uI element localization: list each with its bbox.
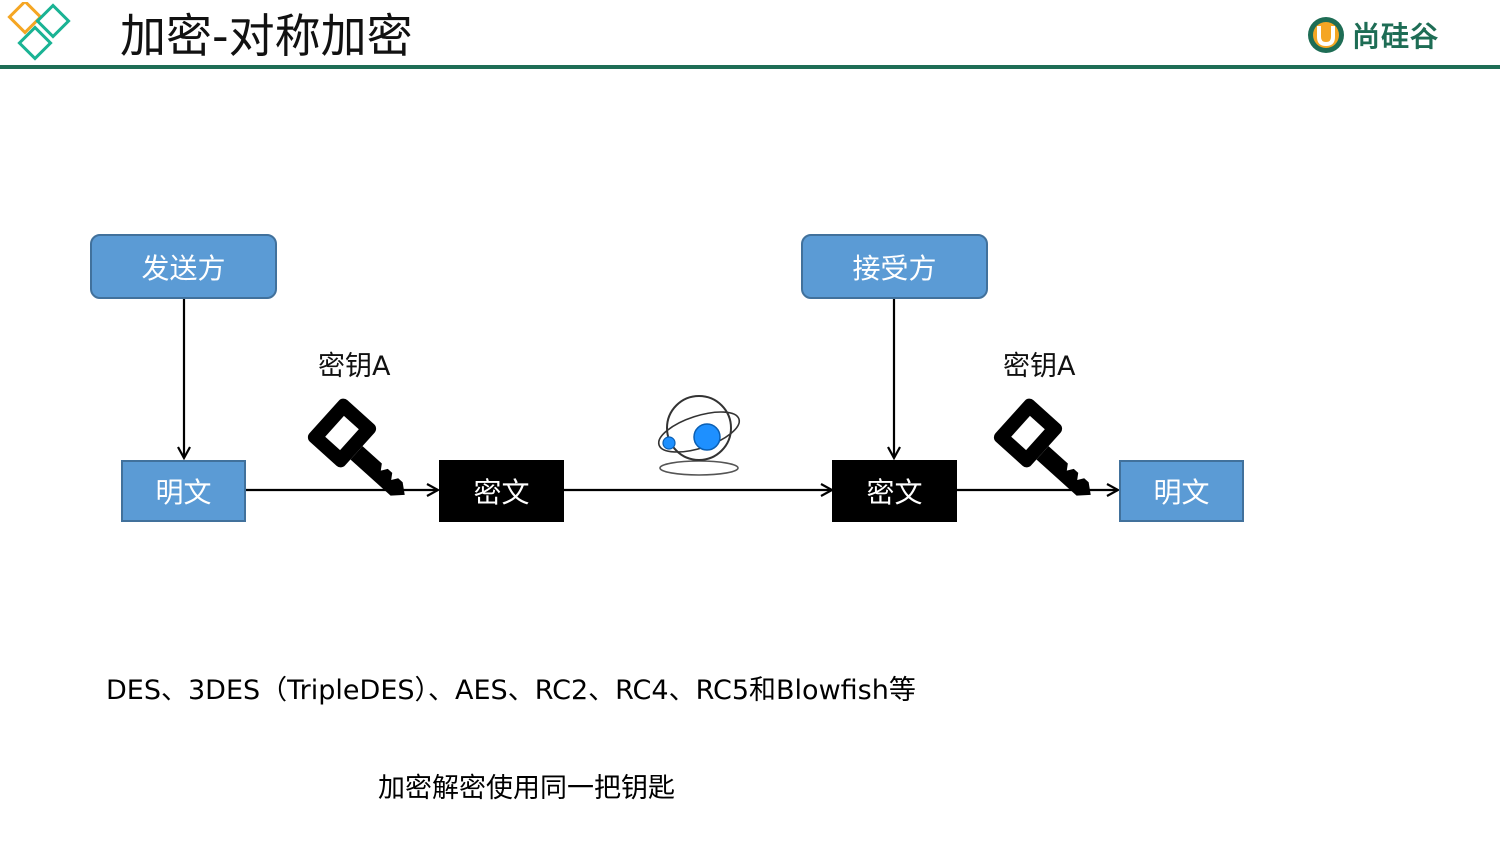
diamond-logo-icon xyxy=(7,2,71,61)
brand-name: 尚硅谷 xyxy=(1352,20,1440,53)
ciphertext-right-node: 密文 xyxy=(832,460,957,522)
sender-node: 发送方 xyxy=(90,234,277,299)
key-label-right: 密钥A xyxy=(1003,351,1076,382)
planet-icon xyxy=(657,395,741,476)
key-icon xyxy=(993,398,1091,496)
algorithm-list: DES、3DES（TripleDES）、AES、RC2、RC4、RC5和Blow… xyxy=(106,675,916,706)
brand-logo: 尚硅谷 xyxy=(1306,14,1439,56)
same-key-note: 加密解密使用同一把钥匙 xyxy=(378,773,675,804)
plaintext-left-node: 明文 xyxy=(121,460,246,522)
page-title: 加密-对称加密 xyxy=(120,9,413,63)
key-icon xyxy=(307,398,405,496)
key-label-left: 密钥A xyxy=(318,351,391,382)
plaintext-right-node: 明文 xyxy=(1119,460,1244,522)
ciphertext-left-node: 密文 xyxy=(439,460,564,522)
brand-u-icon xyxy=(1308,17,1344,53)
receiver-node: 接受方 xyxy=(801,234,988,299)
header-divider xyxy=(0,65,1500,69)
